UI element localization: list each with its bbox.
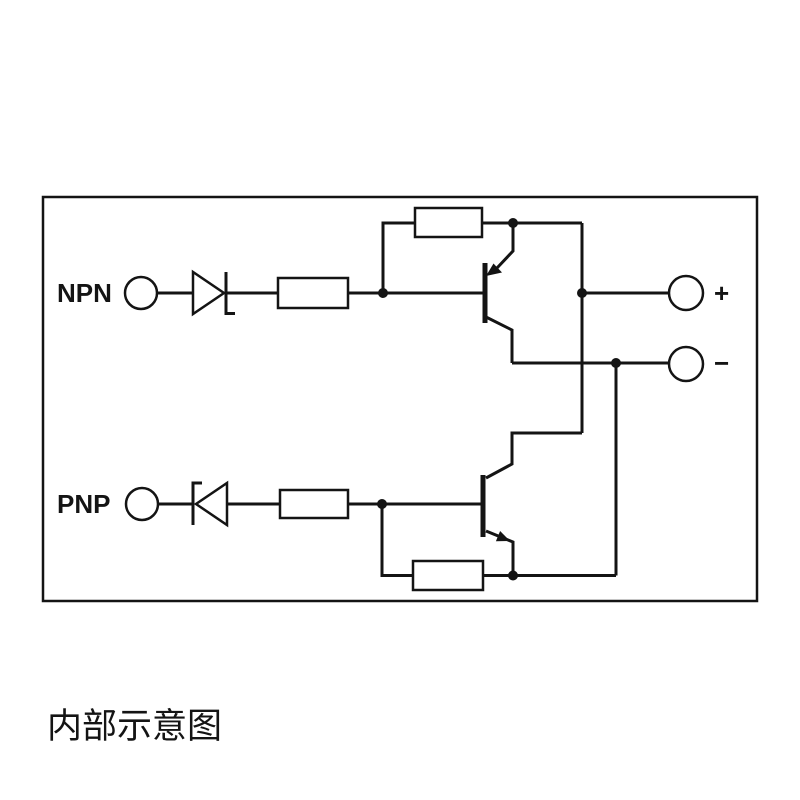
npn-input-terminal [123,275,159,311]
junction-dot [611,358,621,368]
junction-dot [508,570,518,581]
junction-dot [377,499,387,509]
diode-anode-triangle [193,480,229,528]
junction-dots [377,218,621,581]
negative-output-terminal [667,345,705,383]
output-rails [485,274,705,576]
pnp-channel [124,480,616,592]
lower-transistor-arrow [495,531,510,542]
pnp-input-terminal [124,486,160,522]
bottom-resistor [411,559,485,592]
diode-cathode-bar [224,272,235,315]
npn-label: NPN [57,278,112,308]
upper-branch [495,223,515,270]
pnp-series-resistor [278,488,350,520]
upper-transistor-arrow [486,263,502,276]
negative-label: − [714,348,729,378]
circuit-boundary [41,195,759,603]
upper-transistor [482,223,515,363]
pnp-protection-diode [191,480,229,528]
junction-dot [508,218,518,228]
wire-pnp-to-bottom-resistor [380,504,413,577]
diagram-caption: 内部示意图 [47,707,222,746]
npn-protection-diode [191,269,235,317]
wire-inter-transistor-link [485,431,582,480]
positive-label: + [714,278,729,308]
wire-npn-to-top-resistor [381,221,415,293]
diode-anode-triangle [191,269,227,317]
npn-series-resistor [276,276,350,310]
top-resistor [413,206,484,239]
positive-output-terminal [667,274,705,312]
junction-dot [378,288,388,298]
junction-dot [577,288,587,298]
lower-transistor [480,475,515,576]
npn-channel [123,206,584,433]
lower-branch [485,315,514,363]
pnp-label: PNP [57,489,110,519]
diode-cathode-bar [191,481,202,525]
lower-branch [485,529,515,576]
